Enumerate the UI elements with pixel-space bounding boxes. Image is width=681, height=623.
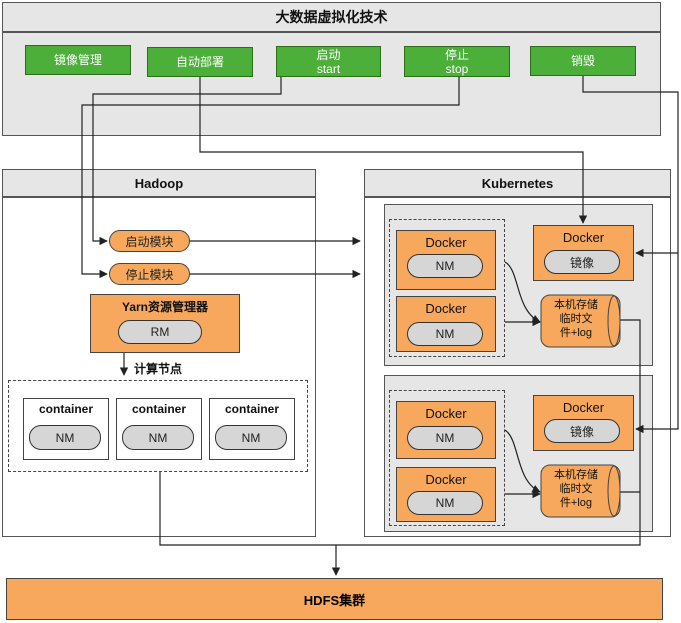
- storage-line: 本机存储: [554, 469, 598, 481]
- image-pill-2: 镜像: [544, 419, 620, 443]
- hadoop-header: Hadoop: [2, 169, 316, 197]
- hadoop-panel: [2, 197, 316, 537]
- nm-label: NM: [435, 496, 455, 510]
- container-title: container: [38, 402, 93, 416]
- start-connector: [92, 77, 282, 246]
- stop-module-label: 停止模块: [125, 267, 174, 282]
- image-pill-1: 镜像: [544, 250, 620, 274]
- destroy-connector: [582, 76, 679, 258]
- nm-label: NM: [241, 430, 261, 445]
- button-sublabel: stop: [445, 61, 469, 76]
- docker-1-1-nm: NM: [407, 254, 483, 278]
- stop-button[interactable]: 停止 stop: [404, 46, 510, 77]
- hadoop-title: Hadoop: [134, 175, 184, 191]
- image-label: 镜像: [569, 255, 594, 270]
- destroy-connector-2: [635, 253, 679, 434]
- stop-module: 停止模块: [109, 263, 190, 285]
- kubernetes-header: Kubernetes: [364, 169, 671, 197]
- docker-2-1-nm: NM: [407, 426, 483, 450]
- nm-label: NM: [435, 259, 455, 273]
- container-title: container: [131, 402, 186, 416]
- button-label: 自动部署: [175, 55, 224, 69]
- storage-cylinder-2: [540, 464, 621, 518]
- hadoop-to-hdfs: [159, 472, 336, 546]
- hdfs-label: HDFS集群: [303, 592, 366, 608]
- docker-title: Docker: [562, 400, 605, 415]
- storage-line: 临时文: [559, 313, 593, 325]
- deploy-connector: [199, 77, 588, 224]
- storage-2-text: 本机存储 临时文 件+log: [541, 468, 611, 510]
- nm-label: NM: [55, 430, 75, 445]
- storage-line: 件+log: [559, 327, 593, 339]
- stop-connector: [81, 77, 460, 279]
- rm-label: RM: [150, 325, 170, 339]
- destroy-button[interactable]: 销毁: [530, 46, 636, 76]
- button-label: 镜像管理: [53, 53, 102, 67]
- container-3-nm: NM: [215, 425, 287, 450]
- button-label: 停止: [444, 47, 469, 62]
- hdfs-cluster: HDFS集群: [6, 578, 663, 620]
- compute-nodes-group: [8, 380, 308, 472]
- rm-pill: RM: [118, 320, 202, 344]
- docker-1-2-nm: NM: [407, 322, 483, 346]
- docker-2-2-nm: NM: [407, 491, 483, 515]
- docker-title: Docker: [425, 472, 467, 487]
- container-1-nm: NM: [29, 425, 101, 450]
- storage-line: 件+log: [559, 497, 593, 509]
- docker-to-storage-1a: [504, 261, 541, 323]
- nm-label: NM: [435, 327, 455, 341]
- storage-line: 本机存储: [554, 299, 598, 311]
- docker-title: Docker: [425, 406, 467, 421]
- page-title: 大数据虚拟化技术: [275, 9, 388, 25]
- container-title: container: [224, 402, 279, 416]
- yarn-title: Yarn资源管理器: [121, 300, 209, 314]
- storage-1-text: 本机存储 临时文 件+log: [541, 298, 611, 340]
- storage-line: 临时文: [559, 483, 593, 495]
- image-management-button[interactable]: 镜像管理: [25, 45, 131, 75]
- nm-label: NM: [148, 430, 168, 445]
- k8s-group-1-dockers: [389, 219, 505, 357]
- top-title-bar: 大数据虚拟化技术: [2, 2, 661, 32]
- start-module: 启动模块: [109, 230, 190, 252]
- docker-title: Docker: [425, 301, 467, 316]
- button-label: 销毁: [570, 54, 595, 68]
- docker-to-storage-2a: [504, 429, 541, 493]
- docker-title: Docker: [425, 235, 467, 250]
- start-button[interactable]: 启动 start: [276, 46, 381, 77]
- docker-title: Docker: [562, 230, 605, 245]
- storage-cylinder-1: [540, 294, 621, 348]
- auto-deploy-button[interactable]: 自动部署: [147, 47, 253, 77]
- nm-label: NM: [435, 431, 455, 445]
- start-module-label: 启动模块: [125, 234, 174, 249]
- button-label: 启动: [316, 47, 341, 62]
- kubernetes-title: Kubernetes: [481, 175, 554, 191]
- k8s-group-2-dockers: [389, 390, 505, 526]
- container-2-nm: NM: [122, 425, 194, 450]
- button-sublabel: start: [316, 61, 341, 76]
- compute-nodes-label: 计算节点: [134, 362, 183, 376]
- storage1-to-hdfs: [336, 319, 641, 546]
- image-label: 镜像: [569, 424, 594, 439]
